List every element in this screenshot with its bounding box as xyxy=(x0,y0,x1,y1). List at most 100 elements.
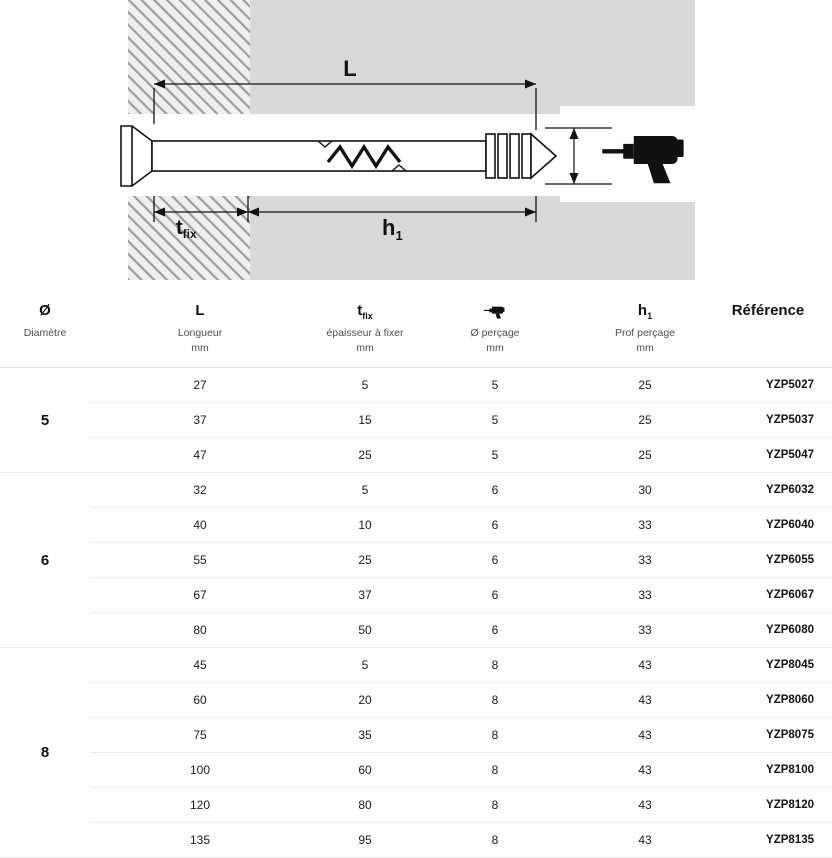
drill-value: 8 xyxy=(420,682,570,719)
header-main-row: Ø L tfix h1 Référence xyxy=(0,288,832,369)
tfix-value: 95 xyxy=(310,822,420,858)
reference-value: YZP5037 xyxy=(720,402,832,439)
tfix-value: 5 xyxy=(310,367,420,404)
length-value: 120 xyxy=(90,787,310,824)
tfix-value: 37 xyxy=(310,577,420,614)
diameter-value: 6 xyxy=(0,472,90,649)
length-value: 80 xyxy=(90,612,310,649)
anchor-tip xyxy=(530,132,558,180)
dimension-tfix-label: tfix xyxy=(176,217,197,241)
tfix-value: 5 xyxy=(310,647,420,684)
length-value: 37 xyxy=(90,402,310,439)
depth-value: 33 xyxy=(570,507,720,544)
tfix-value: 10 xyxy=(310,507,420,544)
reference-value: YZP6032 xyxy=(720,472,832,509)
depth-value: 43 xyxy=(570,752,720,789)
tfix-value: 80 xyxy=(310,787,420,824)
reference-value: YZP5027 xyxy=(720,367,832,404)
drill-value: 8 xyxy=(420,822,570,858)
length-value: 100 xyxy=(90,752,310,789)
drill-value: 6 xyxy=(420,472,570,509)
reference-value: YZP6080 xyxy=(720,612,832,649)
drill-value: 8 xyxy=(420,787,570,824)
header-length: L xyxy=(90,288,310,323)
length-value: 135 xyxy=(90,822,310,858)
header-diameter-sub: Diamètre xyxy=(0,323,90,369)
anchor-body xyxy=(151,140,487,172)
header-depth: h1 xyxy=(637,302,653,321)
reference-value: YZP8135 xyxy=(720,822,832,858)
reference-value: YZP8100 xyxy=(720,752,832,789)
tfix-value: 60 xyxy=(310,752,420,789)
tfix-value: 35 xyxy=(310,717,420,754)
header-tfix: tfix xyxy=(357,302,373,321)
drill-value: 8 xyxy=(420,752,570,789)
header-diameter: Ø xyxy=(0,288,90,323)
depth-value: 33 xyxy=(570,612,720,649)
tfix-value: 15 xyxy=(310,402,420,439)
drill-icon xyxy=(484,303,506,319)
tfix-value: 25 xyxy=(310,437,420,474)
tfix-value: 5 xyxy=(310,472,420,509)
installation-diagram: L tfix h1 xyxy=(0,0,832,280)
depth-value: 33 xyxy=(570,542,720,579)
dimension-h1: h1 xyxy=(248,196,537,243)
depth-value: 33 xyxy=(570,577,720,614)
drill-value: 5 xyxy=(420,367,570,404)
length-value: 67 xyxy=(90,577,310,614)
anchor-rib xyxy=(509,133,520,179)
dimension-tfix: tfix xyxy=(153,196,249,241)
reference-value: YZP6067 xyxy=(720,577,832,614)
tfix-value: 20 xyxy=(310,682,420,719)
diameter-value: 5 xyxy=(0,367,90,474)
drill-value: 6 xyxy=(420,507,570,544)
dimension-h1-label: h1 xyxy=(382,215,403,243)
drill-value: 6 xyxy=(420,577,570,614)
drill-value: 6 xyxy=(420,612,570,649)
diagram-svg: L tfix h1 xyxy=(100,0,696,280)
depth-value: 25 xyxy=(570,402,720,439)
length-value: 47 xyxy=(90,437,310,474)
expansion-zigzag xyxy=(326,143,402,170)
reference-value: YZP8045 xyxy=(720,647,832,684)
reference-value: YZP6055 xyxy=(720,542,832,579)
drill-dimension xyxy=(545,127,612,185)
drill-value: 5 xyxy=(420,402,570,439)
tfix-value: 25 xyxy=(310,542,420,579)
length-value: 27 xyxy=(90,367,310,404)
dimension-length-label: L xyxy=(343,56,356,81)
reference-value: YZP6040 xyxy=(720,507,832,544)
drill-value: 5 xyxy=(420,437,570,474)
depth-value: 25 xyxy=(570,367,720,404)
depth-value: 43 xyxy=(570,787,720,824)
anchor-drawing xyxy=(120,125,558,187)
dimension-length: L xyxy=(153,56,537,130)
anchor-rib xyxy=(497,133,508,179)
depth-value: 43 xyxy=(570,682,720,719)
length-value: 32 xyxy=(90,472,310,509)
drill-value: 8 xyxy=(420,647,570,684)
length-value: 40 xyxy=(90,507,310,544)
anchor-rib xyxy=(485,133,496,179)
depth-value: 30 xyxy=(570,472,720,509)
drill-value: 8 xyxy=(420,717,570,754)
